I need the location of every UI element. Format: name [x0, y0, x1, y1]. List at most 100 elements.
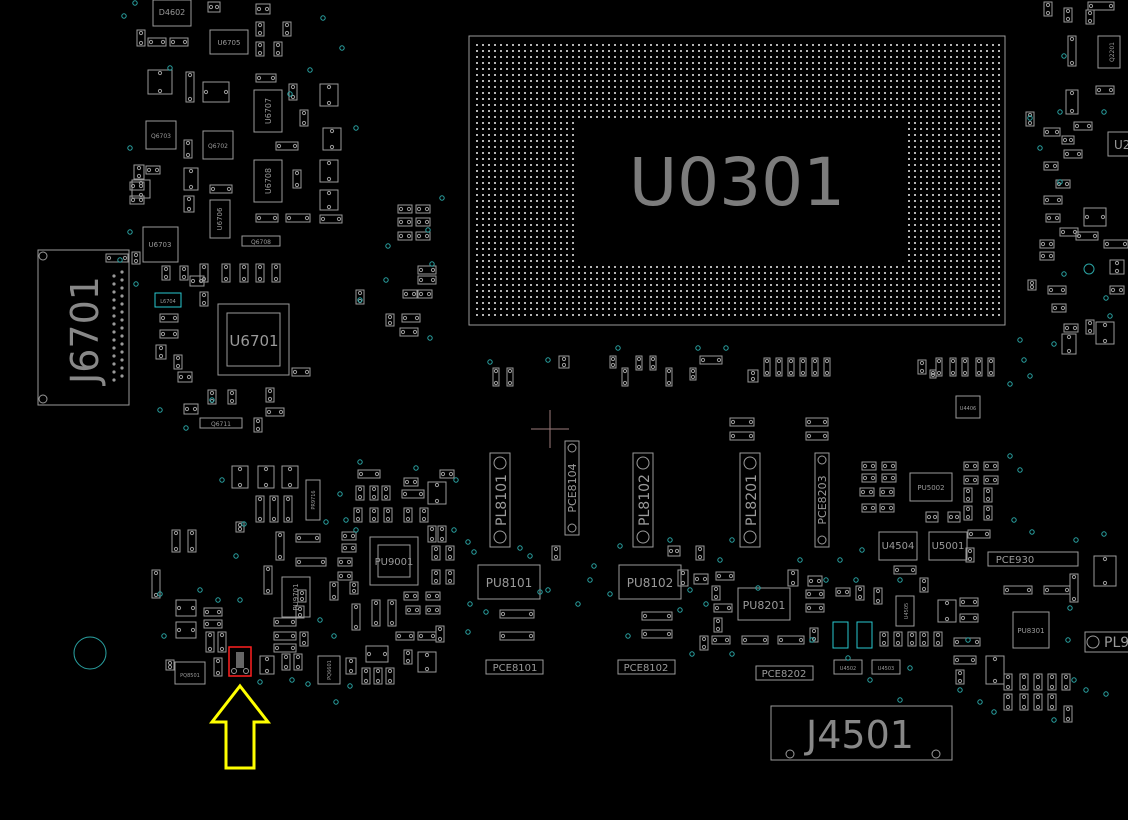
pad — [930, 370, 936, 376]
pad — [371, 508, 377, 514]
ic-u6705[interactable]: U6705 — [209, 29, 249, 55]
pad — [1054, 215, 1060, 221]
passive-component — [967, 529, 991, 539]
passive-component — [861, 473, 877, 483]
ic-pu9001[interactable]: PU9001 — [369, 536, 419, 586]
ic-pu8201[interactable]: PU8201 — [737, 587, 791, 621]
pad — [944, 616, 950, 622]
inductor-pl8101[interactable]: PL8101 — [489, 452, 511, 548]
via — [1103, 691, 1109, 697]
connector-pin — [120, 270, 124, 274]
ic-u2[interactable]: U2 — [1107, 131, 1128, 157]
via — [307, 67, 313, 73]
ic-pu8301[interactable]: PU8301 — [1012, 611, 1050, 649]
pad — [954, 514, 960, 520]
ic-pu8101[interactable]: PU8101 — [477, 564, 541, 600]
inductor-pl8201[interactable]: PL8201 — [739, 452, 761, 548]
via — [965, 637, 971, 643]
connector-pin — [120, 374, 124, 378]
inductor-pl8101-outline — [489, 452, 511, 548]
capacitor-pce8101[interactable]: PCE8101 — [485, 659, 544, 675]
pad — [297, 606, 303, 612]
pad — [926, 514, 932, 520]
ic-u6708[interactable]: U6708 — [253, 159, 283, 203]
pad — [265, 588, 271, 594]
passive-component — [427, 481, 447, 505]
passive-component — [747, 369, 759, 383]
pad — [447, 570, 453, 576]
pad — [226, 186, 232, 192]
pad — [1071, 596, 1077, 602]
pad — [1049, 694, 1055, 700]
ic-u6701[interactable]: U6701 — [217, 303, 290, 376]
passive-component — [551, 545, 561, 561]
inductor-l6704[interactable]: L6704 — [154, 292, 182, 308]
ic-u6701-pad — [226, 312, 281, 367]
passive-component — [713, 603, 733, 613]
ic-u4505[interactable]: U4505 — [895, 595, 915, 627]
pad — [355, 516, 361, 522]
passive-component — [207, 1, 221, 13]
passive-component — [373, 667, 383, 685]
ic-u6706[interactable]: U6706 — [209, 199, 231, 239]
pad — [1068, 137, 1074, 143]
passive-component — [1043, 161, 1059, 171]
transistor-q6711[interactable]: Q6711 — [199, 417, 243, 429]
passive-component — [1043, 585, 1071, 595]
pad — [800, 358, 806, 364]
pad — [186, 374, 192, 380]
passive-component — [667, 545, 681, 557]
pad — [402, 491, 408, 497]
capacitor-pce8202[interactable]: PCE8202 — [755, 665, 814, 681]
highlighted-component[interactable] — [228, 646, 252, 677]
pad — [935, 632, 941, 638]
ic-u4503[interactable]: U4503 — [871, 659, 901, 675]
chip-u0301[interactable]: U0301 — [468, 35, 1006, 326]
pad — [192, 406, 198, 412]
ic-pq8501[interactable]: PQ8501 — [174, 661, 206, 685]
resistor-pr9716[interactable]: PR9716 — [305, 479, 321, 521]
pad — [346, 573, 352, 579]
capacitor-pce930[interactable]: PCE930 — [987, 551, 1079, 567]
ic-u4502[interactable]: U4502 — [833, 659, 863, 675]
capacitor-pce8203[interactable]: PCE8203 — [814, 452, 830, 548]
transistor-q2201[interactable]: Q2201 — [1097, 35, 1121, 69]
capacitor-pce8102[interactable]: PCE8102 — [617, 659, 676, 675]
connector-j4501[interactable]: J4501 — [770, 705, 953, 761]
ic-u4504[interactable]: U4504 — [878, 531, 918, 561]
ic-pq6601[interactable]: PQ6601 — [317, 655, 341, 685]
passive-component — [689, 367, 697, 381]
ic-u4406[interactable]: U4406 — [955, 395, 981, 419]
inductor-pl8102-outline — [632, 452, 654, 548]
capacitor-pce8104[interactable]: PCE8104 — [564, 440, 580, 536]
via — [167, 65, 173, 71]
ic-pu5002[interactable]: PU5002 — [909, 472, 953, 502]
pad — [680, 570, 686, 576]
pad — [357, 290, 363, 296]
ic-u6703[interactable]: U6703 — [142, 226, 179, 263]
via — [157, 591, 163, 597]
connector-j6701[interactable]: J6701 — [37, 249, 130, 406]
fiducial-mark — [73, 636, 107, 670]
transistor-q6708[interactable]: Q6708 — [241, 235, 281, 247]
pad — [299, 596, 305, 602]
ic-u5001[interactable]: U5001 — [928, 531, 968, 561]
inductor-pl8102[interactable]: PL8102 — [632, 452, 654, 548]
passive-component — [235, 521, 245, 533]
pad — [138, 30, 144, 36]
ic-u6707[interactable]: U6707 — [253, 89, 283, 133]
diode-d4602[interactable]: D4602 — [152, 0, 192, 27]
pad — [954, 657, 960, 663]
transistor-q6702[interactable]: Q6702 — [202, 130, 234, 160]
transistor-q6703[interactable]: Q6703 — [145, 120, 177, 150]
ic-pu8102[interactable]: PU8102 — [618, 564, 682, 600]
inductor-pl9[interactable]: PL9 — [1084, 631, 1128, 653]
passive-component — [963, 505, 973, 521]
pad — [207, 646, 213, 652]
via — [1107, 313, 1113, 319]
via — [1017, 467, 1023, 473]
pad — [1005, 684, 1011, 690]
pad — [622, 380, 628, 386]
